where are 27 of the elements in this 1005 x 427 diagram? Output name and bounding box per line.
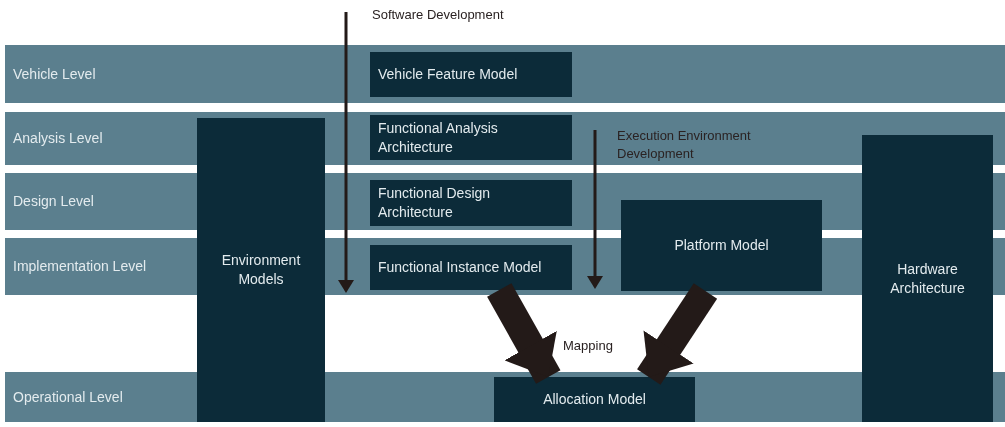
- annotation-text: Software Development: [372, 6, 505, 24]
- level-label: Operational Level: [13, 387, 123, 407]
- model-box: [862, 135, 993, 422]
- box-label: Functional Instance Model: [378, 258, 542, 277]
- model-box: [370, 245, 572, 290]
- model-box: [197, 118, 325, 422]
- level-label: Implementation Level: [13, 257, 147, 276]
- box-label: Hardware Architecture: [889, 259, 966, 298]
- model-box: [494, 377, 695, 422]
- box-label: Functional Design Architecture: [378, 184, 492, 222]
- box-label: Environment Models: [220, 251, 302, 289]
- level-label: Vehicle Level: [13, 64, 96, 84]
- level-label: Analysis Level: [13, 129, 103, 148]
- model-box: [370, 52, 572, 97]
- box-label: Functional Analysis Architecture: [378, 118, 499, 157]
- model-box: [621, 200, 822, 291]
- annotation-text: Mapping: [563, 337, 614, 355]
- box-label: Vehicle Feature Model: [378, 65, 518, 84]
- annotation-text: Execution Environment Development: [617, 127, 752, 163]
- block-arrow: [487, 283, 561, 384]
- level-band: [5, 45, 1005, 103]
- block-arrow: [637, 283, 718, 385]
- model-box: [370, 115, 572, 160]
- box-label: Allocation Model: [543, 390, 646, 409]
- model-box: [370, 180, 572, 226]
- box-label: Platform Model: [674, 236, 769, 255]
- level-label: Design Level: [13, 192, 94, 211]
